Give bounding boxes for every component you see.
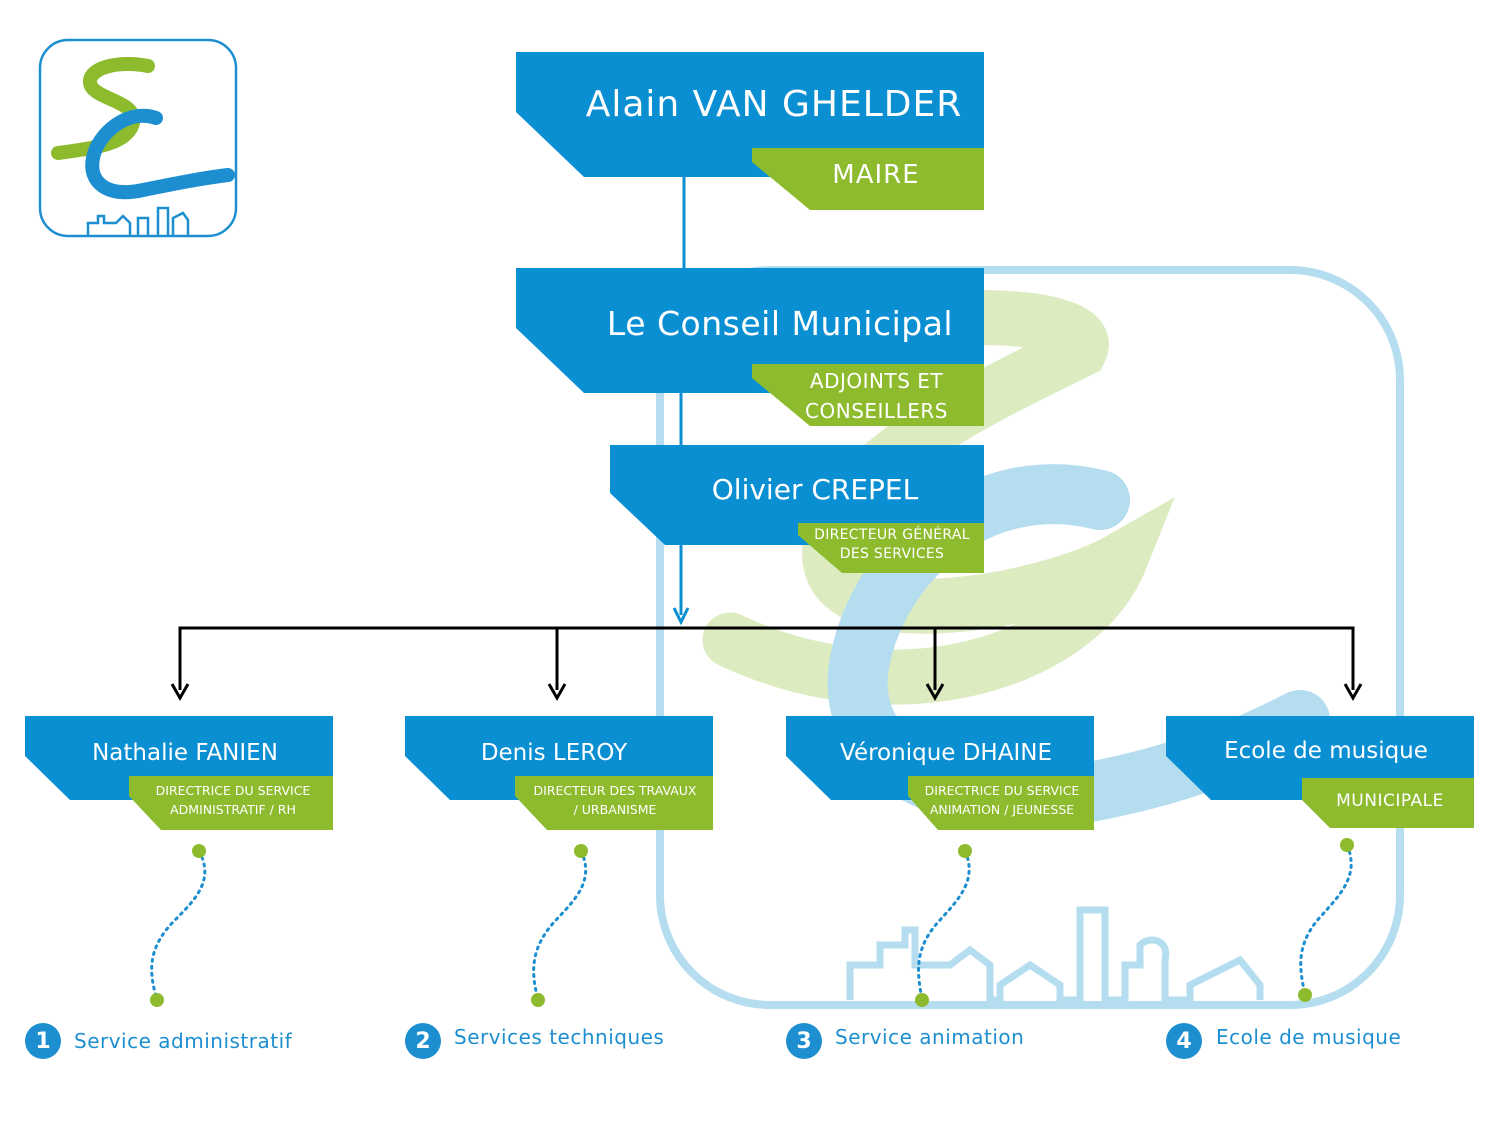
- dgs-box: Olivier CREPEL DIRECTEUR GÉNÉRAL DES SER…: [610, 445, 984, 575]
- watermark-frame: [656, 266, 1404, 1009]
- council-role-line1: ADJOINTS ET: [809, 369, 944, 393]
- dept-box-4: Ecole de musique MUNICIPALE: [1166, 716, 1474, 831]
- dgs-role: DIRECTEUR GÉNÉRAL DES SERVICES: [802, 526, 982, 564]
- dotted-path-4: [1299, 843, 1353, 997]
- dot-start-2: [574, 844, 588, 858]
- arrowhead-dgs: [672, 607, 690, 626]
- service-label-4: Ecole de musique: [1216, 1025, 1402, 1049]
- dept-3-role: DIRECTRICE DU SERVICE ANIMATION / JEUNES…: [910, 781, 1094, 819]
- mayor-name: Alain VAN GHELDER: [585, 84, 963, 125]
- dept-2-role-line1: DIRECTEUR DES TRAVAUX: [533, 783, 697, 798]
- arrowhead-dept-1: [170, 683, 190, 702]
- watermark-skyline: [846, 906, 1264, 1004]
- dot-start-4: [1340, 838, 1354, 852]
- dgs-role-line1: DIRECTEUR GÉNÉRAL: [814, 527, 970, 543]
- dept-1-role-line1: DIRECTRICE DU SERVICE: [155, 783, 311, 798]
- council-name: Le Conseil Municipal: [606, 304, 954, 343]
- council-role-line2: CONSEILLERS: [805, 399, 948, 423]
- council-role: ADJOINTS ET CONSEILLERS: [774, 366, 979, 426]
- dotted-path-1: [150, 849, 207, 1002]
- service-number-3: 3: [786, 1023, 822, 1059]
- service-label-2: Services techniques: [454, 1025, 665, 1049]
- arrowhead-dept-2: [547, 683, 567, 702]
- dot-end-4: [1298, 988, 1312, 1002]
- dept-1-role-line2: ADMINISTRATIF / RH: [170, 802, 296, 817]
- connector-horizontal-bus: [178, 626, 1355, 690]
- dept-3-name: Véronique DHAINE: [840, 740, 1052, 766]
- dgs-role-line2: DES SERVICES: [839, 546, 945, 562]
- dept-4-role: MUNICIPALE: [1306, 791, 1474, 811]
- sc-logo: [38, 38, 238, 238]
- service-number-4: 4: [1166, 1023, 1202, 1059]
- dept-2-role-line2: / URBANISME: [573, 802, 657, 817]
- arrowhead-dept-3: [925, 683, 945, 702]
- dept-3-role-line2: ANIMATION / JEUNESSE: [929, 802, 1075, 817]
- dept-box-1: Nathalie FANIEN DIRECTRICE DU SERVICE AD…: [25, 716, 333, 831]
- dept-box-2: Denis LEROY DIRECTEUR DES TRAVAUX / URBA…: [405, 716, 713, 831]
- arrowhead-dept-4: [1343, 683, 1363, 702]
- dgs-name: Olivier CREPEL: [711, 473, 919, 506]
- service-number-1: 1: [25, 1023, 61, 1059]
- dot-end-3: [915, 993, 929, 1007]
- dotted-path-3: [917, 849, 971, 1002]
- dot-start-3: [958, 844, 972, 858]
- dot-end-2: [531, 993, 545, 1007]
- dotted-path-2: [532, 849, 588, 1002]
- dept-box-3: Véronique DHAINE DIRECTRICE DU SERVICE A…: [786, 716, 1094, 831]
- dept-4-role-line1: MUNICIPALE: [1336, 791, 1444, 811]
- dept-2-name: Denis LEROY: [480, 740, 628, 766]
- dept-1-name: Nathalie FANIEN: [92, 740, 278, 766]
- dept-1-role: DIRECTRICE DU SERVICE ADMINISTRATIF / RH: [133, 781, 333, 819]
- dept-4-name: Ecole de musique: [1224, 738, 1428, 764]
- service-number-2: 2: [405, 1023, 441, 1059]
- dot-end-1: [150, 993, 164, 1007]
- council-box: Le Conseil Municipal ADJOINTS ET CONSEIL…: [516, 268, 984, 428]
- dot-start-1: [192, 844, 206, 858]
- service-label-1: Service administratif: [74, 1029, 293, 1053]
- mayor-role: MAIRE: [832, 160, 920, 190]
- mayor-box: Alain VAN GHELDER MAIRE: [516, 52, 984, 212]
- service-label-3: Service animation: [835, 1025, 1025, 1049]
- dept-2-role: DIRECTEUR DES TRAVAUX / URBANISME: [517, 781, 713, 819]
- dept-3-role-line1: DIRECTRICE DU SERVICE: [924, 783, 1080, 798]
